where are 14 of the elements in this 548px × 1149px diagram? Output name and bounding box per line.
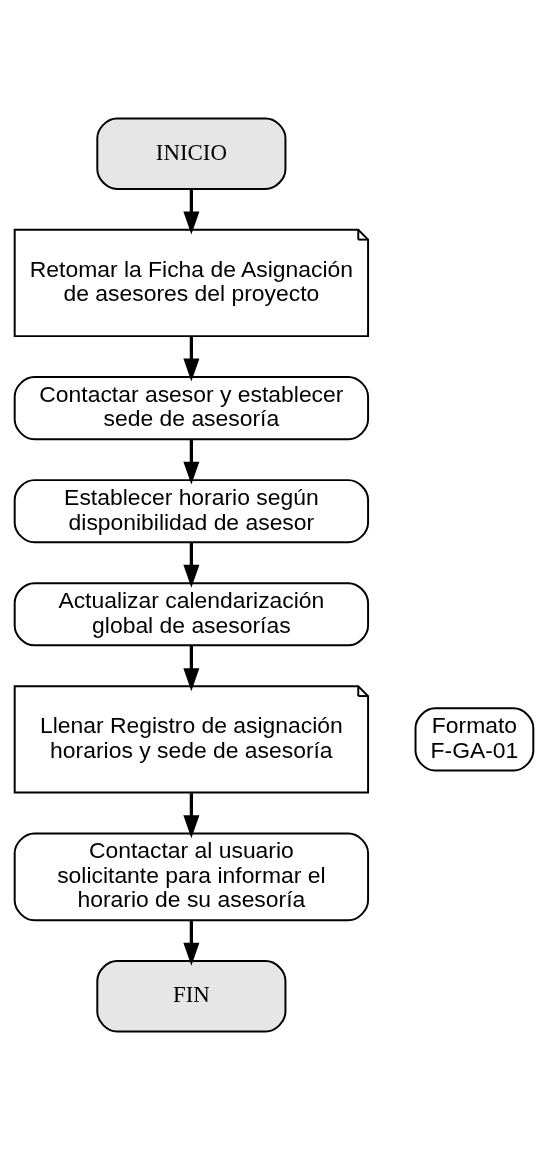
- arrow: [183, 644, 200, 691]
- node-box: Contactar al usuario solicitante para informar el horario de su asesoría: [13, 832, 370, 921]
- node-box: Contactar asesor y establecer sede de asesoría: [13, 375, 370, 440]
- node-box: Establecer horario según disponibilidad de asesor: [13, 478, 370, 543]
- arrow: [183, 919, 200, 966]
- node-box: Formato F-GA-01: [414, 706, 535, 771]
- node-box: Actualizar calendarización global de asesorías: [13, 581, 370, 646]
- arrow: [183, 188, 200, 234]
- node-box: FIN: [96, 959, 287, 1032]
- arrow: [183, 439, 200, 485]
- node-box: INICIO: [96, 117, 287, 190]
- arrow: [183, 542, 200, 588]
- arrow: [183, 335, 200, 382]
- arrow: [183, 792, 200, 838]
